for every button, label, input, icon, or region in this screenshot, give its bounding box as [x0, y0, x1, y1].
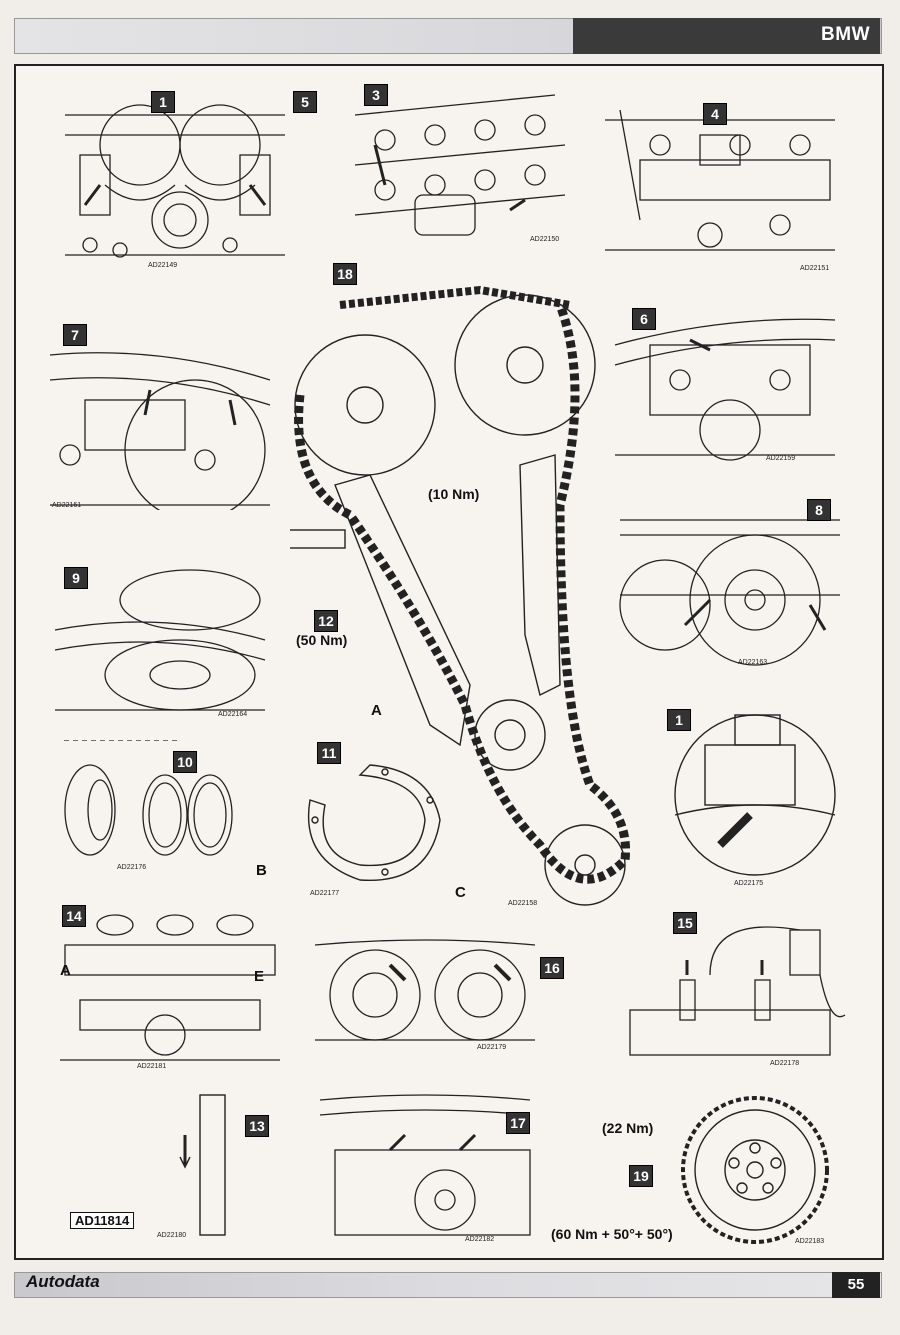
torque-callout-60nm: (60 Nm + 50°+ 50°) — [551, 1226, 673, 1242]
figure-6-chain-tensioner — [610, 305, 840, 465]
torque-callout-22nm: (22 Nm) — [602, 1120, 654, 1136]
letter-c: C — [455, 884, 466, 901]
figure-10-label: 10 — [173, 751, 197, 773]
figure-2-code: AD22149 — [148, 262, 178, 269]
figure-8-label: 8 — [807, 499, 831, 521]
figure-15-code: AD22178 — [770, 1060, 800, 1067]
diagram-frame — [14, 64, 884, 1260]
figure-19-label: 19 — [629, 1165, 653, 1187]
figure-9-label: 9 — [64, 567, 88, 589]
figure-16-camshaft-sprockets — [310, 935, 540, 1055]
figure-9-code: AD22164 — [218, 711, 248, 718]
page-number: 55 — [832, 1272, 880, 1298]
figure-2-camshaft-sprockets — [60, 95, 290, 270]
figure-4-camshaft-tool — [600, 100, 840, 270]
fig14-letter-a: A — [60, 962, 71, 979]
figure-16-code: AD22179 — [477, 1044, 507, 1051]
figure-16-label: 16 — [540, 957, 564, 979]
figure-9-chain-assembly — [50, 560, 270, 720]
figure-7-code: AD22161 — [52, 502, 82, 509]
autodata-logo: Autodata — [26, 1272, 100, 1291]
figure-3-code: AD22150 — [530, 236, 560, 243]
figure-5-label: 5 — [293, 91, 317, 113]
figure-11-code: AD22177 — [310, 890, 340, 897]
figure-3-camshaft-clamp — [345, 85, 575, 250]
figure-2-label: 1 — [151, 91, 175, 113]
figure-15-label: 15 — [673, 912, 697, 934]
figure-19-code: AD22183 — [795, 1238, 825, 1245]
figure-4-code: AD22151 — [800, 265, 830, 272]
brand-block — [573, 18, 880, 54]
figure-17-code: AD22182 — [465, 1236, 495, 1243]
figure-18-code: AD22158 — [508, 900, 538, 907]
fig14-letter-e: E — [254, 968, 265, 985]
figure-1-label: 1 — [667, 709, 691, 731]
figure-14-label: 14 — [62, 905, 86, 927]
figure-8-crank-sprocket — [615, 505, 845, 670]
figure-4-label: 4 — [703, 103, 727, 125]
brand-title: BMW — [821, 24, 870, 45]
footer-bar — [14, 1272, 882, 1298]
letter-a: A — [371, 702, 382, 719]
figure-6-code: AD22159 — [766, 455, 796, 462]
figure-18-timing-chain — [290, 285, 650, 915]
torque-callout-10nm: (10 Nm) — [428, 486, 480, 502]
figure-7-chain-sprocket — [45, 340, 275, 510]
figure-7-label: 7 — [63, 324, 87, 346]
figure-14-code: AD22181 — [137, 1063, 167, 1070]
torque-callout-50nm: (50 Nm) — [296, 632, 348, 648]
figure-10-code: AD22176 — [117, 864, 147, 871]
figure-11-label: 11 — [317, 742, 341, 764]
figure-17-sprocket-bolts — [315, 1090, 535, 1245]
figure-13-tool — [170, 1085, 240, 1245]
letter-b: B — [256, 862, 267, 879]
figure-17-label: 17 — [506, 1112, 530, 1134]
figure-18-label: 18 — [333, 263, 357, 285]
figure-15-vanos-pump — [620, 915, 850, 1065]
figure-10-sprocket-washers — [60, 740, 240, 865]
figure-1-tensioner-detail — [665, 705, 845, 880]
reference-code: AD11814 — [70, 1212, 135, 1229]
figure-8-code: AD22163 — [738, 659, 768, 666]
figure-13-code: AD22180 — [157, 1232, 187, 1239]
figure-1-code: AD22175 — [734, 880, 764, 887]
figure-14-camshaft-bracket — [55, 905, 285, 1070]
figure-6-label: 6 — [632, 308, 656, 330]
figure-19-crank-hub — [675, 1090, 835, 1250]
figure-3-label: 3 — [364, 84, 388, 106]
figure-12-label: 12 — [314, 610, 338, 632]
figure-11-gasket-ring — [290, 760, 450, 890]
figure-13-label: 13 — [245, 1115, 269, 1137]
